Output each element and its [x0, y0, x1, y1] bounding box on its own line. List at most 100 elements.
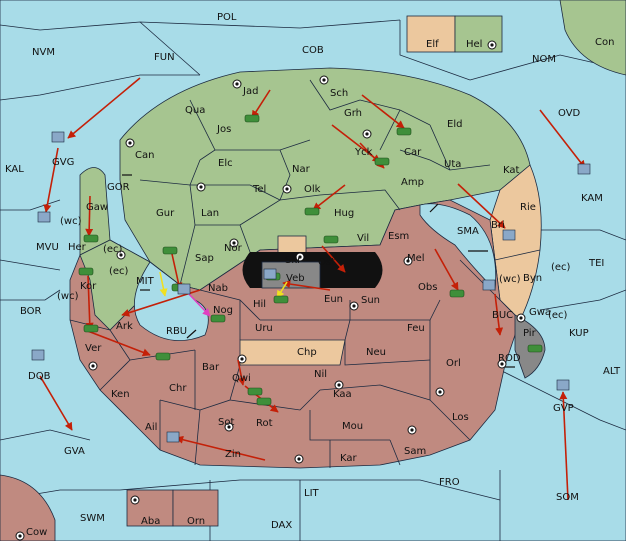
- label-bar: Bar: [202, 362, 220, 373]
- label-mou: Mou: [342, 421, 363, 432]
- label-tei: TEI: [588, 258, 604, 269]
- label-kaa: Kaa: [333, 389, 352, 400]
- label-nab: Nab: [208, 283, 228, 294]
- internal-borders: [69, 79, 541, 468]
- label-ark: Ark: [116, 321, 133, 332]
- label-car: Car: [404, 147, 422, 158]
- label-wc2: (wc): [499, 274, 521, 285]
- label-pol: POL: [217, 12, 237, 23]
- label-olk: Olk: [304, 184, 321, 195]
- label-alt: ALT: [603, 366, 621, 377]
- label-feu: Feu: [407, 323, 425, 334]
- label-mel: Mel: [407, 253, 425, 264]
- label-som: SOM: [556, 492, 579, 503]
- label-hel: Hel: [466, 39, 482, 50]
- label-jos: Jos: [216, 124, 231, 135]
- label-chr: Chr: [169, 383, 187, 394]
- territory-chp-shape: [239, 339, 346, 366]
- label-ail: Ail: [145, 422, 157, 433]
- label-nog: Nog: [213, 305, 233, 316]
- label-elf: Elf: [426, 39, 439, 50]
- label-bri: Bri: [491, 220, 505, 231]
- label-rie: Rie: [520, 202, 536, 213]
- label-cow: Cow: [26, 527, 47, 538]
- label-eld: Eld: [447, 119, 462, 130]
- label-obs: Obs: [418, 282, 437, 293]
- label-ec4: (ec): [548, 310, 568, 321]
- label-con: Con: [595, 37, 614, 48]
- label-ver: Ver: [85, 343, 102, 354]
- label-sch: Sch: [330, 88, 348, 99]
- label-elc: Elc: [218, 158, 233, 169]
- label-neu: Neu: [366, 347, 386, 358]
- label-veb: Veb: [286, 273, 305, 284]
- supply-centers: [15, 40, 526, 541]
- label-fro: FRO: [439, 477, 460, 488]
- label-zin: Zin: [225, 449, 241, 460]
- label-qwi: Qwi: [232, 373, 251, 384]
- label-yck: Yck: [354, 147, 373, 158]
- label-nar: Nar: [292, 164, 311, 175]
- label-ec1: (ec): [103, 244, 123, 255]
- label-skr: Skr: [285, 255, 302, 266]
- label-can: Can: [135, 150, 154, 161]
- label-her: Her: [68, 242, 87, 253]
- label-swm: SWM: [80, 513, 105, 524]
- order-arrows: [39, 77, 586, 501]
- label-mit: MIT: [136, 276, 155, 287]
- label-nom: NOM: [532, 54, 556, 65]
- territory-elf-shape: [406, 15, 456, 53]
- label-kal: KAL: [5, 164, 24, 175]
- label-ovd: OVD: [558, 108, 581, 119]
- label-buc: BUC: [492, 310, 513, 321]
- territory-cow-shape: [0, 474, 56, 541]
- label-uta: Uta: [444, 159, 461, 170]
- transit-arrows: [122, 174, 515, 368]
- label-kup: KUP: [569, 328, 589, 339]
- label-pir: Pir: [523, 328, 537, 339]
- label-vil: Vil: [357, 233, 369, 244]
- label-gwa: Gwa: [529, 307, 551, 318]
- label-gaw: Gaw: [86, 202, 108, 213]
- label-bor: BOR: [20, 306, 42, 317]
- label-lan: Lan: [201, 208, 219, 219]
- label-mvu: MVU: [36, 242, 59, 253]
- label-sam: Sam: [404, 446, 426, 457]
- label-aba: Aba: [141, 516, 160, 527]
- units: [31, 114, 591, 443]
- label-rbu: RBU: [166, 326, 187, 337]
- label-ec3: (ec): [109, 266, 129, 277]
- label-sma: SMA: [457, 226, 479, 237]
- label-sun: Sun: [361, 295, 380, 306]
- label-ec2: (ec): [551, 262, 571, 273]
- label-gor: GOR: [107, 182, 130, 193]
- territory-orn-shape: [172, 489, 219, 527]
- label-ken: Ken: [111, 389, 130, 400]
- label-lit: LIT: [304, 488, 320, 499]
- label-dax: DAX: [271, 520, 292, 531]
- label-esm: Esm: [388, 231, 409, 242]
- label-ost: Ost: [318, 257, 335, 268]
- label-jad: Jad: [242, 86, 258, 97]
- label-tel: Tel: [252, 184, 266, 195]
- label-grh: Grh: [344, 108, 362, 119]
- sea-borders: [0, 19, 626, 541]
- label-los: Los: [452, 412, 469, 423]
- label-sot: Sot: [218, 417, 234, 428]
- label-qua: Qua: [185, 105, 205, 116]
- label-hug: Hug: [334, 208, 354, 219]
- label-byn: Byn: [523, 273, 542, 284]
- label-hil: Hil: [253, 299, 266, 310]
- label-uru: Uru: [255, 323, 273, 334]
- label-rod: ROD: [498, 353, 521, 364]
- label-kor: Kor: [80, 281, 97, 292]
- territory-labels: POL NVM FUN COB NOM Con Elf Hel OVD KAL …: [5, 12, 621, 538]
- label-gvg: GVG: [52, 157, 74, 168]
- label-cob: COB: [302, 45, 324, 56]
- label-gva: GVA: [64, 446, 85, 457]
- label-orn: Orn: [187, 516, 205, 527]
- territory-hel-shape: [454, 15, 503, 53]
- label-kam: KAM: [581, 193, 603, 204]
- label-dqb: DQB: [28, 371, 51, 382]
